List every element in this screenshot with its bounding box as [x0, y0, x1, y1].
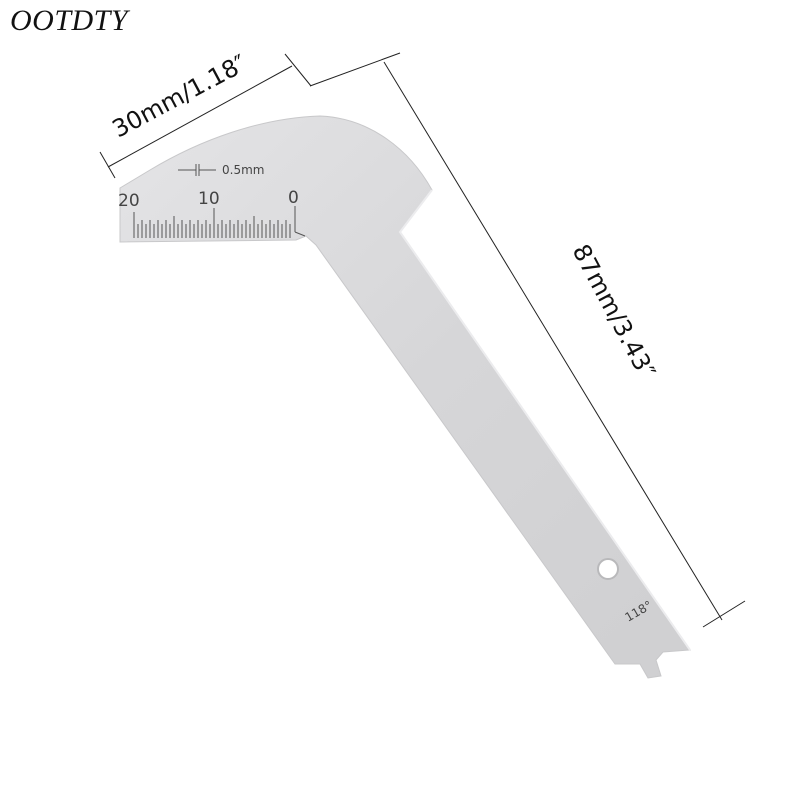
width-dimension-line	[99, 53, 312, 179]
scale-label-20: 20	[118, 191, 140, 211]
scale-label-10: 10	[198, 189, 220, 209]
spacing-arrows-icon	[178, 164, 216, 176]
length-dimension-label: 87mm/3.43″	[567, 240, 661, 384]
length-dimension-line	[309, 52, 746, 628]
brand-logo: OOTDTY	[10, 4, 129, 37]
width-dimension-label: 30mm/1.18″	[108, 49, 252, 143]
gauge-body	[119, 115, 691, 679]
mounting-hole-icon	[597, 558, 619, 580]
resolution-label: 0.5mm	[222, 163, 264, 177]
ruler-scale	[133, 206, 306, 238]
scale-label-0: 0	[288, 188, 299, 208]
